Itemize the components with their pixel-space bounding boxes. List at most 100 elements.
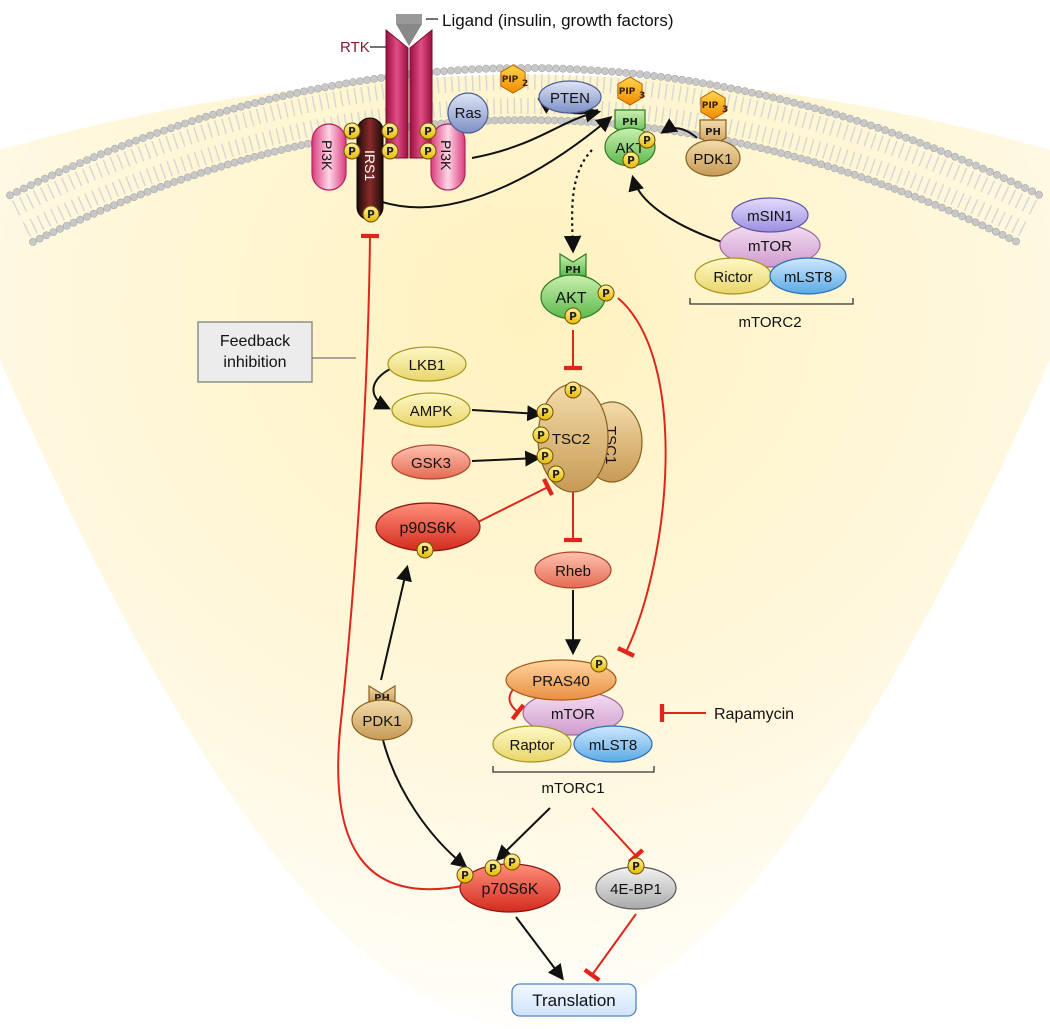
lipid-tail bbox=[1014, 193, 1024, 209]
lipid-head bbox=[825, 108, 833, 117]
lipid-tail bbox=[200, 149, 207, 166]
p90s6k-protein: p90S6K bbox=[375, 502, 481, 552]
lipid-tail bbox=[753, 99, 759, 116]
lipid-tail bbox=[214, 120, 220, 137]
lipid-tail bbox=[12, 200, 21, 216]
lipid-head bbox=[998, 230, 1007, 239]
svg-text:PIP: PIP bbox=[702, 101, 719, 111]
svg-text:mLST8: mLST8 bbox=[589, 737, 637, 754]
lipid-head bbox=[490, 116, 499, 125]
lipid-head bbox=[286, 90, 294, 99]
lipid-tail bbox=[255, 133, 261, 150]
mtorc1-to-p70s6k-arrow bbox=[495, 807, 551, 862]
svg-text:PH: PH bbox=[374, 693, 390, 704]
lipid-head bbox=[251, 99, 259, 107]
lipid-head bbox=[363, 76, 371, 84]
lipid-tail bbox=[877, 135, 884, 152]
lipid-tail bbox=[179, 131, 186, 147]
lipid-tail bbox=[726, 94, 731, 111]
irs1-protein: IRS1 bbox=[356, 117, 384, 221]
lipid-tail bbox=[262, 106, 269, 123]
lipid-head bbox=[195, 115, 203, 123]
lipid-head bbox=[818, 106, 826, 115]
lipid-head bbox=[1035, 190, 1043, 199]
lipid-head bbox=[132, 136, 140, 145]
svg-text:P: P bbox=[348, 126, 356, 138]
lipid-head bbox=[277, 146, 286, 154]
lipid-head bbox=[210, 164, 219, 173]
gsk3-protein: GSK3 bbox=[391, 444, 471, 480]
lipid-tail bbox=[22, 221, 32, 237]
lipid-tail bbox=[25, 193, 35, 209]
lipid-tail bbox=[193, 151, 200, 168]
lipid-head bbox=[978, 221, 987, 230]
lipid-tail bbox=[882, 163, 890, 179]
phosphate-badge: P bbox=[564, 307, 582, 325]
lipid-head bbox=[755, 90, 763, 99]
lipid-head bbox=[985, 224, 993, 233]
lipid-tail bbox=[1011, 218, 1020, 234]
lipid-tail bbox=[353, 87, 358, 105]
ampk-to-tsc2-arrow bbox=[471, 405, 544, 422]
lipid-tail bbox=[282, 126, 288, 143]
lipid-head bbox=[244, 154, 252, 163]
svg-text:P: P bbox=[508, 857, 516, 869]
lipid-tail bbox=[125, 176, 133, 192]
lipid-head bbox=[664, 73, 672, 82]
lipid-tail bbox=[918, 150, 926, 167]
gsk3-to-tsc2-arrow bbox=[471, 450, 542, 467]
lipid-tail bbox=[50, 208, 59, 224]
lipid-head bbox=[741, 87, 749, 96]
lipid-tail bbox=[932, 156, 940, 172]
lipid-head bbox=[55, 168, 63, 177]
lipid-head bbox=[857, 173, 866, 181]
lipid-head bbox=[951, 209, 960, 218]
phosphate-badge: P bbox=[564, 381, 582, 399]
rheb-protein: Rheb bbox=[534, 551, 612, 589]
lipid-head bbox=[853, 117, 861, 125]
lipid-tail bbox=[325, 92, 330, 109]
lipid-head bbox=[203, 166, 212, 175]
lipid-tail bbox=[381, 83, 385, 100]
lipid-tail bbox=[102, 159, 110, 175]
lipid-head bbox=[293, 89, 301, 97]
lipid-head bbox=[846, 114, 854, 123]
lipid-head bbox=[650, 72, 658, 80]
lipid-tail bbox=[822, 117, 828, 134]
lipid-head bbox=[150, 185, 159, 194]
lipid-tail bbox=[694, 112, 699, 129]
lipid-head bbox=[272, 93, 280, 102]
lipid-tail bbox=[268, 130, 274, 146]
phosphate-badge: P bbox=[536, 447, 554, 465]
lipid-tail bbox=[139, 171, 146, 187]
lipid-head bbox=[944, 206, 953, 215]
lipid-tail bbox=[768, 128, 774, 145]
lipid-tail bbox=[808, 139, 815, 155]
lipid-tail bbox=[822, 142, 829, 159]
lipid-tail bbox=[808, 113, 815, 130]
svg-text:3: 3 bbox=[639, 91, 645, 101]
lipid-tail bbox=[815, 115, 822, 132]
lipid-head bbox=[76, 215, 85, 224]
lipid-head bbox=[917, 195, 926, 204]
lipid-head bbox=[783, 150, 792, 159]
lipid-head bbox=[1021, 184, 1029, 192]
lipid-tail bbox=[43, 211, 52, 227]
lipid-head bbox=[258, 97, 266, 106]
lipid-tail bbox=[485, 74, 488, 91]
lipid-head bbox=[297, 141, 306, 150]
4ebp1-protein: 4E-BP1 bbox=[595, 866, 677, 910]
lipid-head bbox=[537, 116, 546, 124]
pdk1-to-akt-arrow bbox=[660, 118, 698, 139]
irs1-label: IRS1 bbox=[362, 150, 378, 181]
svg-text:3: 3 bbox=[722, 105, 728, 115]
lipid-tail bbox=[53, 180, 62, 196]
lipid-tail bbox=[987, 180, 996, 196]
pi3k-left-label: PI3K bbox=[319, 140, 335, 171]
lipid-tail bbox=[775, 129, 781, 146]
svg-text:P: P bbox=[461, 870, 469, 882]
lipid-tail bbox=[959, 167, 968, 184]
lipid-tail bbox=[186, 128, 193, 145]
lipid-head bbox=[49, 228, 58, 236]
lipid-head bbox=[951, 152, 959, 161]
